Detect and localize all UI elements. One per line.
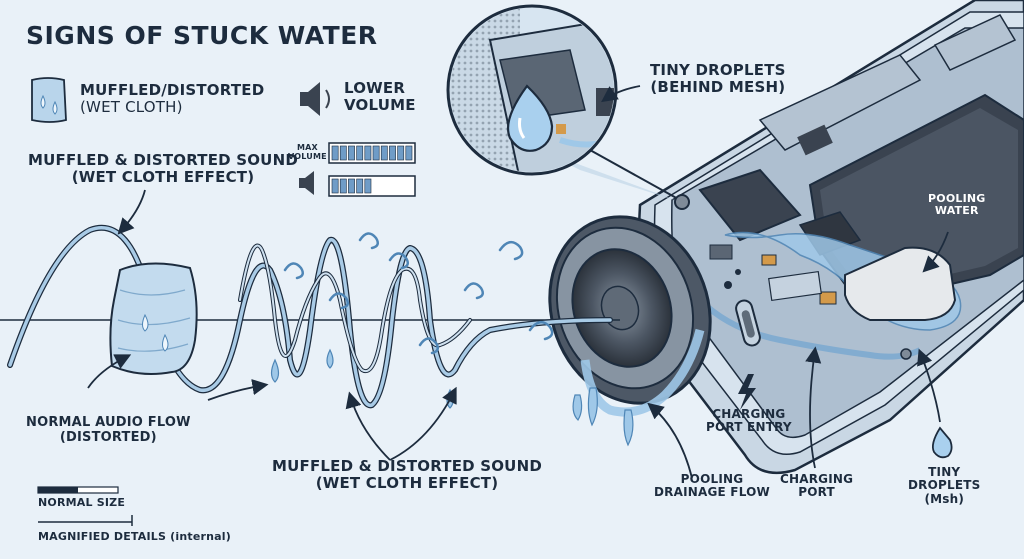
volume-max-segment <box>331 145 339 161</box>
scale-bar-magnified <box>38 515 133 526</box>
volume-max-segment <box>397 145 405 161</box>
legend-max-volume-label: MAX VOLUME <box>288 143 327 161</box>
magnifier <box>446 4 690 210</box>
wet-cloth <box>109 262 198 375</box>
page-title: SIGNS OF STUCK WATER <box>26 21 378 50</box>
speaker-low-icon <box>300 82 330 116</box>
label-normal-audio-flow: NORMAL AUDIO FLOW (DISTORTED) <box>26 415 191 445</box>
label-pooling-drainage-flow: POOLING DRAINAGE FLOW <box>654 472 770 500</box>
callout-arrows <box>87 85 949 479</box>
water-drop-small <box>931 426 953 459</box>
volume-max-segment <box>339 145 347 161</box>
volume-max-segment <box>405 145 413 161</box>
water-drop-big <box>506 84 554 152</box>
charging-port <box>724 269 761 347</box>
volume-current-segment <box>364 178 372 194</box>
label-pooling-water: POOLING WATER <box>928 192 986 218</box>
volume-current-segment <box>331 178 339 194</box>
label-muffled-effect-top: MUFFLED & DISTORTED SOUND (WET CLOTH EFF… <box>28 151 298 186</box>
scale-bar-normal <box>37 486 119 494</box>
scale-normal-size-label: NORMAL SIZE <box>38 496 126 509</box>
volume-max-segment <box>380 145 388 161</box>
volume-current-segment <box>339 178 347 194</box>
label-tiny-droplets-mesh: TINY DROPLETS (BEHIND MESH) <box>650 61 786 96</box>
lightning-icon <box>738 374 756 410</box>
volume-bar-current <box>328 175 416 197</box>
speaker-small-icon <box>299 171 314 195</box>
label-tiny-droplets: TINY DROPLETS (Msh) <box>908 465 981 506</box>
volume-max-segment <box>348 145 355 161</box>
cloth-icon <box>31 77 67 123</box>
volume-max-segment <box>364 145 372 161</box>
label-charging-port-entry: CHARGING PORT ENTRY <box>706 407 792 435</box>
scale-magnified-label: MAGNIFIED DETAILS (internal) <box>38 530 231 543</box>
volume-current-segment <box>348 178 355 194</box>
sound-wave <box>7 224 613 409</box>
legend-muffled-label: MUFFLED/DISTORTED (WET CLOTH) <box>80 81 265 116</box>
label-charging-port: CHARGING PORT <box>780 472 854 500</box>
label-muffled-effect-bottom: MUFFLED & DISTORTED SOUND (WET CLOTH EFF… <box>272 457 542 492</box>
volume-current-segment <box>356 178 364 194</box>
volume-bar-max <box>328 142 416 164</box>
speaker <box>548 215 712 447</box>
volume-max-segment <box>372 145 380 161</box>
logic-board <box>698 14 1017 305</box>
legend-lower-volume-label: LOWER VOLUME <box>344 79 416 114</box>
volume-max-segment <box>389 145 396 161</box>
volume-max-segment <box>356 145 364 161</box>
